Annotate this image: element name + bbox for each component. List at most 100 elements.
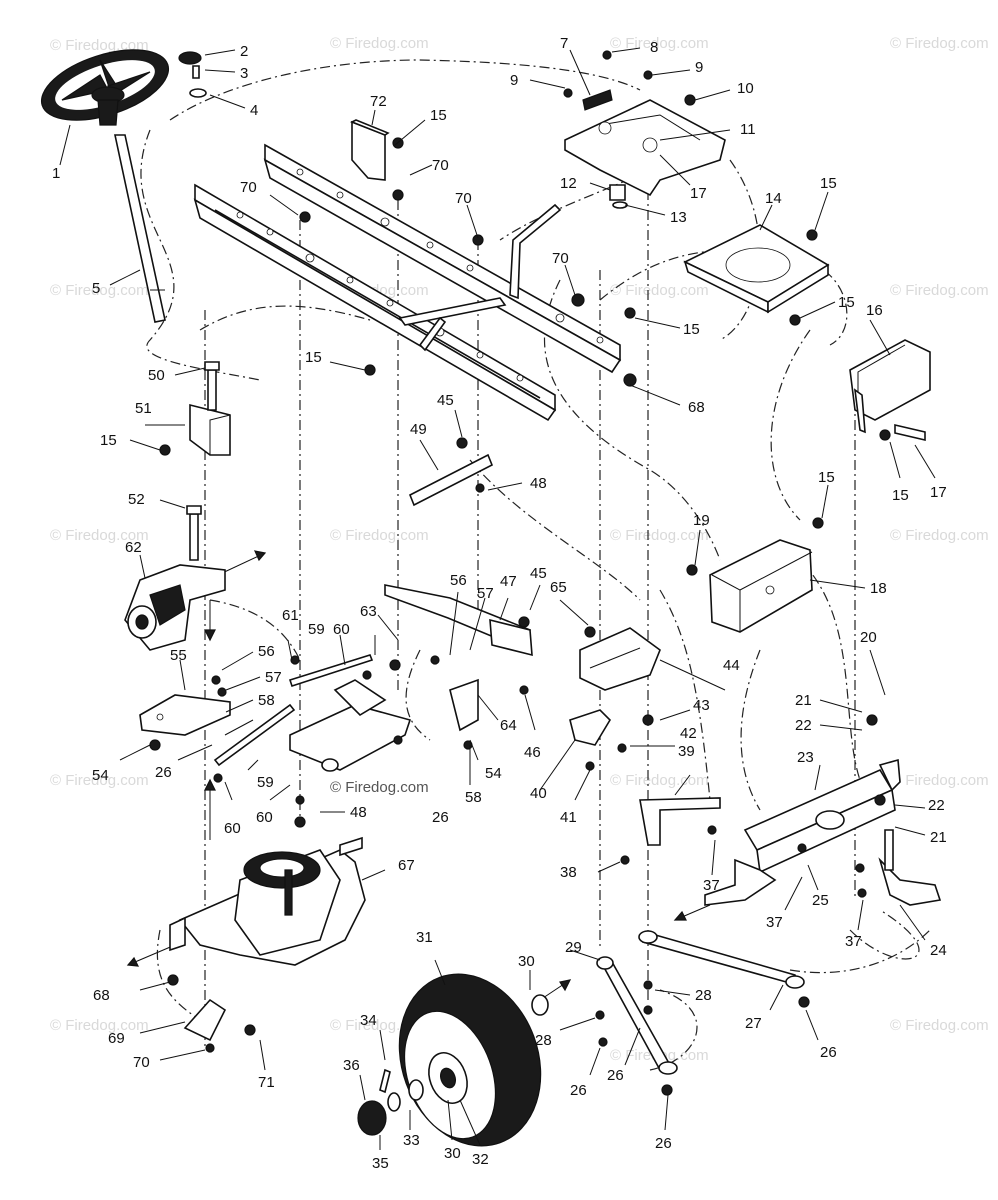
callout-26: 26 <box>607 1067 624 1084</box>
watermark: © Firedog.com <box>330 35 429 52</box>
watermark: © Firedog.com <box>610 772 709 789</box>
callout-54: 54 <box>92 767 109 784</box>
front-axle <box>743 758 901 874</box>
callout-55: 55 <box>170 647 187 664</box>
callout-59: 59 <box>257 774 274 791</box>
callout-23: 23 <box>797 749 814 766</box>
frame-rail-left <box>193 183 557 422</box>
callout-30: 30 <box>444 1145 461 1162</box>
callout-15: 15 <box>838 294 855 311</box>
callout-26: 26 <box>432 809 449 826</box>
frame-rail-right <box>263 143 622 374</box>
callout-12: 12 <box>560 175 577 192</box>
callout-35: 35 <box>372 1155 389 1172</box>
callout-33: 33 <box>403 1132 420 1149</box>
plate-55 <box>139 694 231 736</box>
callout-26: 26 <box>820 1044 837 1061</box>
spindle-left <box>704 858 777 906</box>
callout-63: 63 <box>360 603 377 620</box>
callout-26: 26 <box>570 1082 587 1099</box>
callout-labels: 1 2 3 4 5 7 8 9 9 10 11 12 13 14 15 15 1… <box>52 35 947 1172</box>
callout-28: 28 <box>535 1032 552 1049</box>
callout-1: 1 <box>52 165 60 182</box>
steering-gearbox <box>124 564 226 651</box>
callout-68: 68 <box>688 399 705 416</box>
callout-51: 51 <box>135 400 152 417</box>
watermark: © Firedog.com <box>610 527 709 544</box>
bracket-72 <box>350 119 390 181</box>
bracket-39 <box>639 797 721 846</box>
bracket-64 <box>449 678 479 732</box>
callout-57: 57 <box>265 669 282 686</box>
callout-18: 18 <box>870 580 887 597</box>
mount-plate-14 <box>683 224 830 314</box>
callout-70: 70 <box>455 190 472 207</box>
watermark: © Firedog.com <box>330 779 429 796</box>
shift-lever <box>509 203 562 300</box>
callout-5: 5 <box>92 280 100 297</box>
watermark: © Firedog.com <box>890 282 989 299</box>
shift-bracket-pan <box>289 679 412 772</box>
callout-67: 67 <box>398 857 415 874</box>
watermarks: © Firedog.com © Firedog.com © Firedog.co… <box>50 35 989 1064</box>
watermark: © Firedog.com <box>330 527 429 544</box>
steering-gear <box>609 184 628 209</box>
watermark: © Firedog.com <box>50 527 149 544</box>
spindle-right <box>878 829 942 906</box>
callout-24: 24 <box>930 942 947 959</box>
callout-44: 44 <box>723 657 740 674</box>
callout-60: 60 <box>256 809 273 826</box>
watermark: © Firedog.com <box>610 35 709 52</box>
callout-72: 72 <box>370 93 387 110</box>
callout-21: 21 <box>930 829 947 846</box>
callout-71: 71 <box>258 1074 275 1091</box>
callout-29: 29 <box>565 939 582 956</box>
callout-17: 17 <box>930 484 947 501</box>
bolt-50 <box>204 361 220 411</box>
callout-40: 40 <box>530 785 547 802</box>
callout-13: 13 <box>670 209 687 226</box>
bracket-69 <box>183 998 227 1042</box>
watermark: © Firedog.com <box>50 282 149 299</box>
callout-26: 26 <box>155 764 172 781</box>
callout-56: 56 <box>258 643 275 660</box>
callout-34: 34 <box>360 1012 377 1029</box>
frame-crossmember <box>398 297 507 352</box>
callout-36: 36 <box>343 1057 360 1074</box>
tie-rod <box>638 930 805 989</box>
axle-bracket-18 <box>709 539 813 633</box>
watermark: © Firedog.com <box>890 35 989 52</box>
callout-15: 15 <box>818 469 835 486</box>
front-tire <box>398 973 542 1147</box>
watermark: © Firedog.com <box>890 1017 989 1034</box>
callout-28: 28 <box>695 987 712 1004</box>
steering-cap-parts <box>178 51 207 98</box>
axle-bracket-16 <box>849 339 931 442</box>
watermark: © Firedog.com <box>610 282 709 299</box>
callout-41: 41 <box>560 809 577 826</box>
drag-link <box>596 956 678 1075</box>
callout-70: 70 <box>432 157 449 174</box>
callout-30: 30 <box>518 953 535 970</box>
callout-19: 19 <box>693 512 710 529</box>
callout-64: 64 <box>500 717 517 734</box>
callout-37: 37 <box>703 877 720 894</box>
callout-68: 68 <box>93 987 110 1004</box>
bracket-51 <box>189 403 231 456</box>
callout-38: 38 <box>560 864 577 881</box>
callout-48: 48 <box>350 804 367 821</box>
callout-45: 45 <box>437 392 454 409</box>
callout-32: 32 <box>472 1151 489 1168</box>
steering-shaft <box>114 134 166 323</box>
callout-46: 46 <box>524 744 541 761</box>
callout-9: 9 <box>695 59 703 76</box>
callout-15: 15 <box>100 432 117 449</box>
shift-cam-40 <box>569 709 612 746</box>
transaxle <box>169 836 366 966</box>
callout-57: 57 <box>477 585 494 602</box>
bolt-52 <box>186 505 202 561</box>
callout-7: 7 <box>560 35 568 52</box>
callout-14: 14 <box>765 190 782 207</box>
callout-9: 9 <box>510 72 518 89</box>
